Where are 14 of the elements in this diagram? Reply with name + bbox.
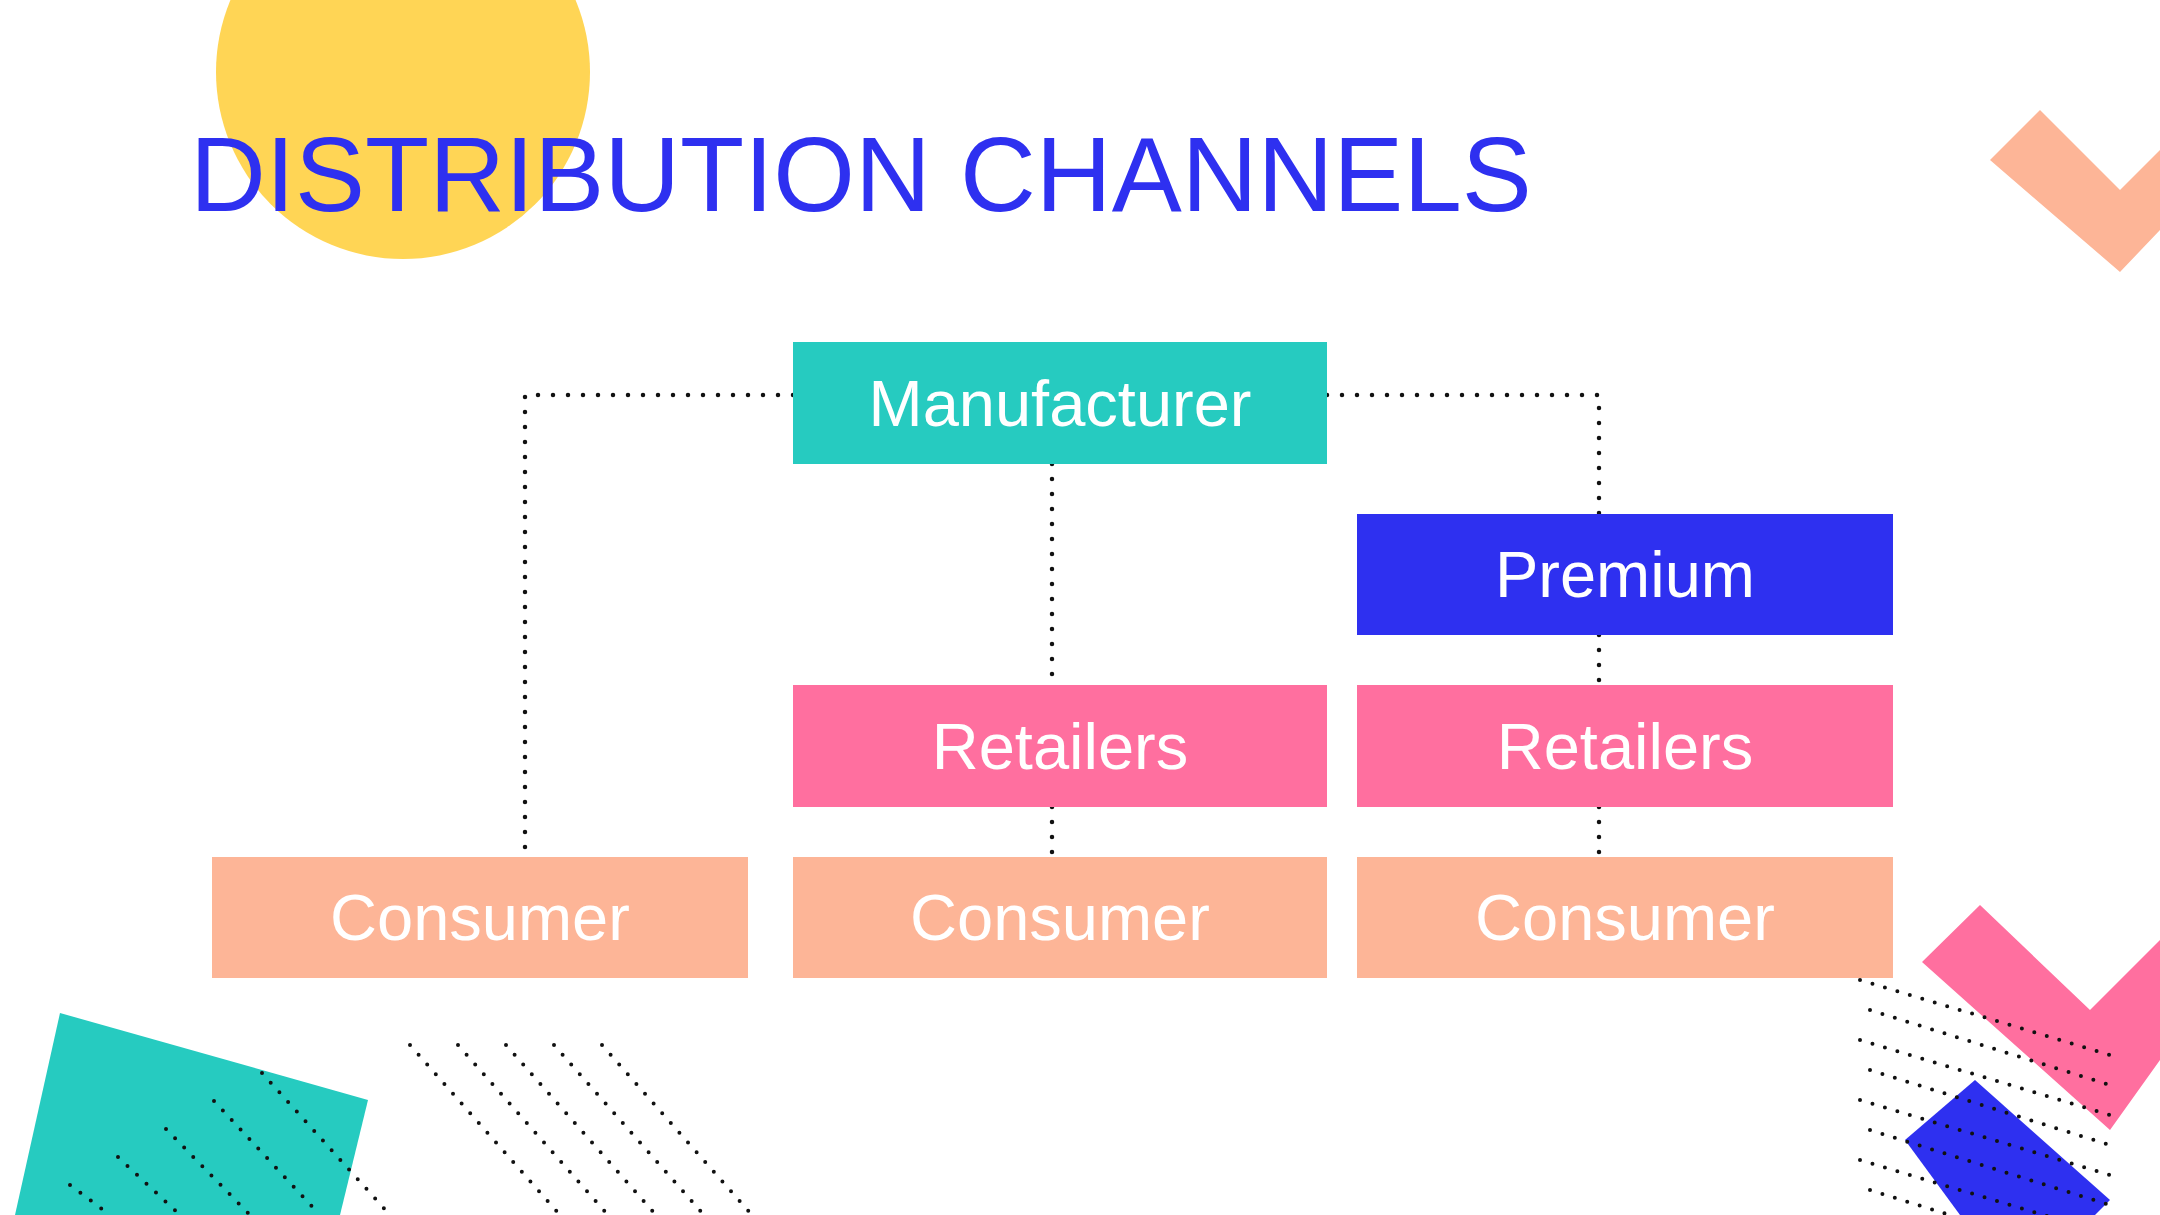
- retailer-box: [793, 685, 1327, 807]
- node-label: Retailers: [931, 708, 1189, 784]
- process-box: [793, 342, 1327, 464]
- node-label: Manufacturer: [868, 365, 1252, 441]
- node-label: Retailers: [1496, 708, 1754, 784]
- consumer-box: [212, 857, 748, 978]
- node-label: Consumer: [910, 880, 1210, 955]
- node-label: Consumer: [330, 880, 630, 955]
- node-label: Consumer: [1475, 880, 1775, 955]
- node-label: Premium: [1494, 537, 1755, 612]
- retailer-box: [1357, 685, 1893, 807]
- consumer-box: [1357, 857, 1893, 978]
- consumer-box: [793, 857, 1327, 978]
- premium-box: [1357, 514, 1893, 635]
